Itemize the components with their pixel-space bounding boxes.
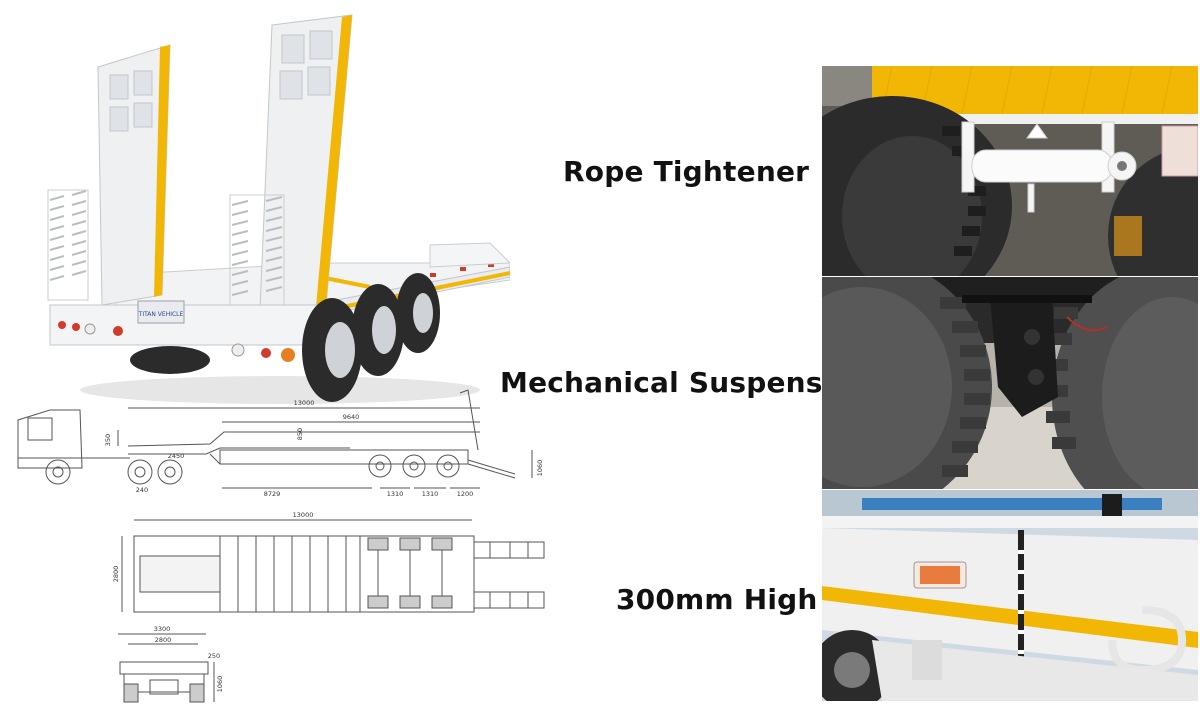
feature-label-rope-tightener: Rope Tightener — [563, 155, 810, 188]
rear-height: 1060 — [216, 676, 224, 693]
rear-overall-width: 3300 — [154, 625, 171, 633]
side-view-drawing: 13000 9640 8729 1310 1310 1200 1060 350 … — [17, 389, 544, 498]
300mm-high-photo — [822, 490, 1198, 701]
top-width: 2800 — [112, 566, 120, 583]
top-overall-length: 13000 — [293, 511, 314, 519]
side-gooseneck-step: 350 — [104, 434, 112, 446]
rear-inner-width: 2800 — [155, 636, 172, 644]
side-deck-height: 1060 — [536, 460, 544, 477]
side-axle-spacing-1: 1310 — [387, 490, 404, 498]
trailer-rear-photo: TITAN VEHICLE — [47, 14, 510, 404]
feature-label-300mm-high: 300mm High — [616, 583, 818, 616]
rear-view-drawing: 3300 2800 250 1060 — [118, 625, 224, 703]
side-bed-height: 850 — [296, 428, 304, 440]
side-front-small-2: 2450 — [168, 452, 185, 460]
side-deck-length: 9640 — [343, 413, 360, 421]
trailer-badge: TITAN VEHICLE — [138, 311, 184, 318]
top-view-drawing: 13000 2800 — [112, 511, 545, 613]
mechanical-suspension-photo — [822, 277, 1198, 489]
side-axle-spacing-2: 1310 — [422, 490, 439, 498]
rear-deck-thickness: 250 — [208, 652, 220, 660]
rope-tightener-photo — [822, 66, 1198, 276]
side-front-small: 240 — [136, 486, 148, 494]
side-rear-overhang: 1200 — [457, 490, 474, 498]
feature-label-mechanical-suspension: Mechanical Suspension — [500, 366, 873, 399]
side-front-offset: 8729 — [264, 490, 281, 498]
side-overall-length: 13000 — [294, 399, 315, 407]
